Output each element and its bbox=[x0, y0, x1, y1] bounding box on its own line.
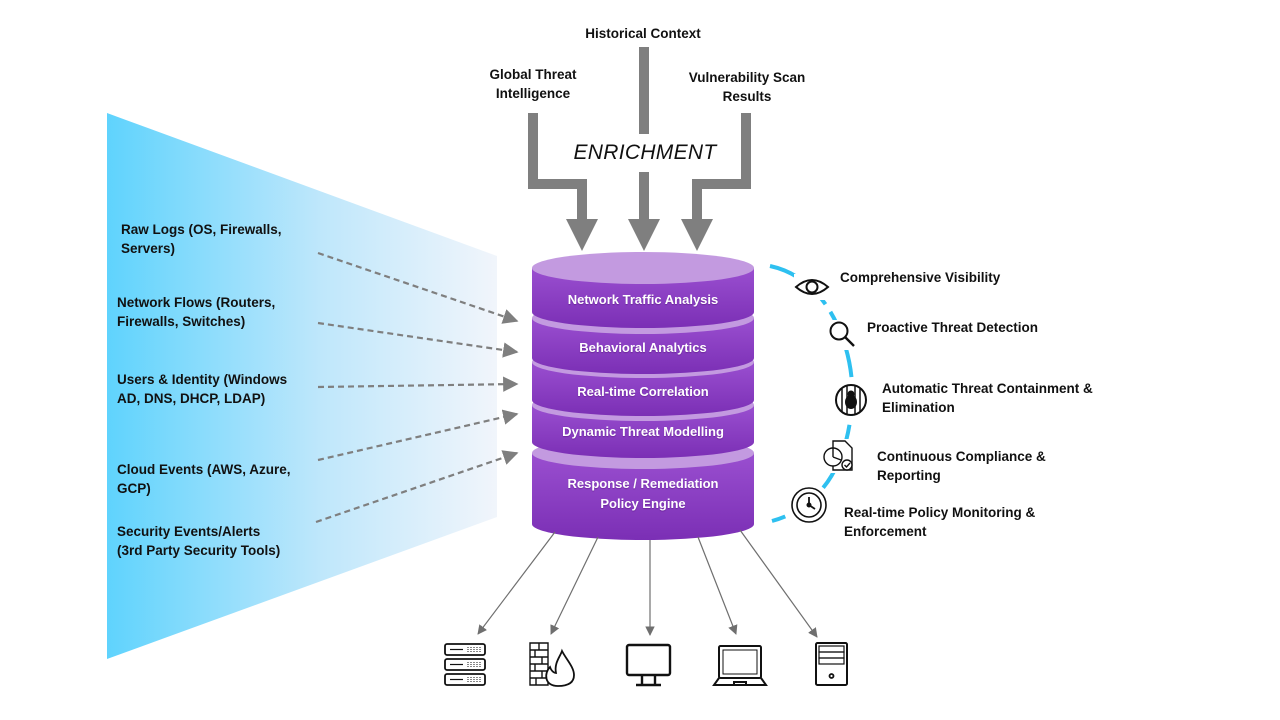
label-line: Proactive Threat Detection bbox=[867, 320, 1039, 335]
ingestion-arrow bbox=[317, 321, 519, 358]
output-arrow bbox=[739, 529, 818, 638]
firewall-icon bbox=[529, 642, 575, 687]
label-line: Network Traffic Analysis bbox=[567, 292, 719, 307]
laptop-icon bbox=[712, 645, 768, 686]
label-line: Real-time Policy Monitoring & bbox=[844, 505, 1036, 520]
ingestion-arrow bbox=[317, 376, 519, 392]
ingestion-arrow bbox=[317, 251, 519, 324]
label-line: Policy Engine bbox=[600, 496, 686, 511]
data-source-security-events: Security Events/Alerts (3rd Party Securi… bbox=[117, 522, 280, 560]
label-line: Network Flows (Routers, bbox=[117, 295, 276, 310]
tower-pc-icon bbox=[815, 642, 848, 686]
label-line: Cloud Events (AWS, Azure, bbox=[117, 462, 291, 477]
label-line: Behavioral Analytics bbox=[579, 340, 707, 355]
label-line: Historical Context bbox=[585, 26, 701, 41]
data-source-cloud-events: Cloud Events (AWS, Azure, GCP) bbox=[117, 460, 291, 498]
benefit-icons bbox=[791, 274, 867, 523]
enrichment-arrow-historical bbox=[628, 172, 660, 251]
label-line: Firewalls, Switches) bbox=[117, 314, 246, 329]
label-line: Servers) bbox=[121, 241, 176, 256]
cylinder-layer-body bbox=[532, 268, 754, 328]
output-arrow bbox=[477, 531, 556, 635]
label-line: Continuous Compliance & bbox=[877, 449, 1046, 464]
benefit-containment: Automatic Threat Containment & Eliminati… bbox=[882, 379, 1093, 417]
label-line: GCP) bbox=[117, 481, 151, 496]
data-source-raw-logs: Raw Logs (OS, Firewalls, Servers) bbox=[121, 220, 282, 258]
benefit-threat-detection: Proactive Threat Detection bbox=[867, 318, 1038, 337]
ingestion-arrow bbox=[315, 450, 519, 524]
cylinder-layer-body bbox=[532, 318, 754, 374]
benefit-visibility: Comprehensive Visibility bbox=[840, 268, 1000, 287]
label-line: Dynamic Threat Modelling bbox=[562, 424, 724, 439]
enrichment-source-global-threat: Global Threat Intelligence bbox=[463, 65, 603, 103]
ingestion-arrows bbox=[315, 251, 519, 524]
label-line: Security Events/Alerts bbox=[117, 524, 261, 539]
clock-monitor-icon bbox=[791, 487, 827, 523]
data-source-users-identity: Users & Identity (Windows AD, DNS, DHCP,… bbox=[117, 370, 287, 408]
benefit-compliance: Continuous Compliance & Reporting bbox=[877, 447, 1046, 485]
data-source-network-flows: Network Flows (Routers, Firewalls, Switc… bbox=[117, 293, 275, 331]
magnifier-icon bbox=[828, 320, 858, 350]
label-line: (3rd Party Security Tools) bbox=[117, 543, 281, 558]
label-line: Enforcement bbox=[844, 524, 927, 539]
label-line: Intelligence bbox=[495, 86, 571, 101]
enrichment-arrows bbox=[528, 47, 751, 251]
ingestion-arrow bbox=[317, 409, 519, 462]
label-line: Automatic Threat Containment & bbox=[882, 381, 1093, 396]
eye-icon bbox=[794, 274, 830, 300]
caged-bug-icon bbox=[835, 384, 867, 416]
enrichment-arrow-global-threat bbox=[528, 113, 598, 251]
desktop-monitor-icon bbox=[625, 643, 672, 687]
output-arrow bbox=[550, 536, 599, 635]
cylinder-layer-top bbox=[532, 252, 754, 284]
engine-layer-correlation: Real-time Correlation bbox=[533, 382, 753, 402]
enrichment-arrow-historical-upper bbox=[639, 47, 649, 134]
label-line: Elimination bbox=[882, 400, 955, 415]
label-line: AD, DNS, DHCP, LDAP) bbox=[117, 391, 266, 406]
label-line: Results bbox=[722, 89, 772, 104]
label-line: Response / Remediation bbox=[567, 476, 719, 491]
engine-cylinder bbox=[532, 252, 754, 540]
output-arrows bbox=[477, 529, 818, 638]
label-line: Raw Logs (OS, Firewalls, bbox=[121, 222, 282, 237]
benefit-policy-monitoring: Real-time Policy Monitoring & Enforcemen… bbox=[844, 503, 1035, 541]
enrichment-title: ENRICHMENT bbox=[573, 141, 717, 164]
enrichment-source-historical: Historical Context bbox=[563, 24, 723, 43]
engine-layer-behavioral: Behavioral Analytics bbox=[533, 338, 753, 358]
label-line: Vulnerability Scan bbox=[688, 70, 806, 85]
compliance-report-icon bbox=[823, 439, 855, 473]
enrichment-arrow-vulnerability bbox=[681, 113, 751, 251]
label-line: Users & Identity (Windows bbox=[117, 372, 288, 387]
label-line: Real-time Correlation bbox=[577, 384, 709, 399]
label-line: Reporting bbox=[877, 468, 941, 483]
data-ingestion-panel bbox=[107, 113, 497, 659]
server-rack-icon bbox=[444, 643, 486, 686]
label-line: Comprehensive Visibility bbox=[840, 270, 1001, 285]
label-line: Global Threat bbox=[489, 67, 577, 82]
target-icons bbox=[444, 642, 848, 687]
engine-layer-network-traffic: Network Traffic Analysis bbox=[533, 290, 753, 310]
output-arrow bbox=[697, 536, 738, 635]
cylinder-layer-body bbox=[532, 453, 754, 540]
enrichment-source-vulnerability: Vulnerability Scan Results bbox=[672, 68, 822, 106]
engine-layer-threat-modelling: Dynamic Threat Modelling bbox=[533, 422, 753, 442]
engine-layer-response-policy: Response / Remediation Policy Engine bbox=[533, 474, 753, 514]
